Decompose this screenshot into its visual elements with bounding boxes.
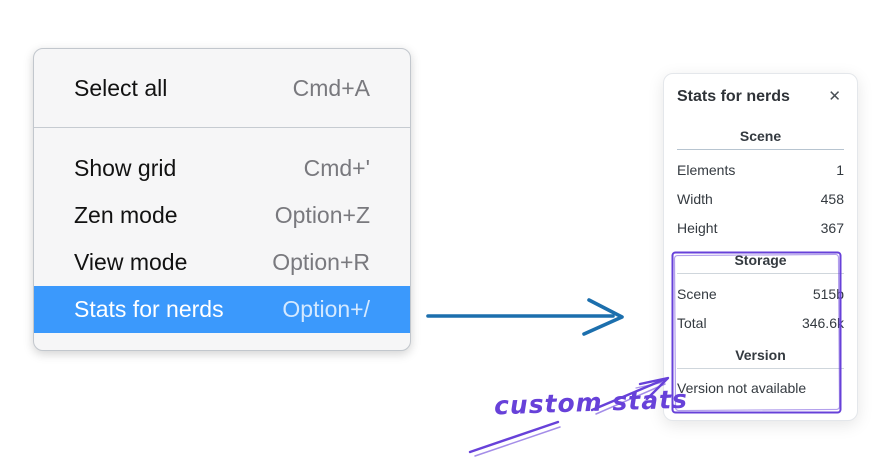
- version-note: Version not available: [677, 380, 807, 396]
- section-heading-scene: Scene: [739, 128, 782, 144]
- menu-item-stats-for-nerds[interactable]: Stats for nerds Option+/: [34, 286, 410, 333]
- menu-item-label: Select all: [74, 74, 168, 101]
- menu-item-select-all[interactable]: Select all Cmd+A: [34, 49, 410, 127]
- stat-value: 346.6k: [801, 315, 844, 331]
- stats-panel-header: Stats for nerds ✕: [677, 87, 844, 106]
- menu-item-show-grid[interactable]: Show grid Cmd+': [34, 145, 410, 192]
- stat-value: 367: [820, 220, 844, 236]
- stat-value: 458: [820, 191, 844, 207]
- stats-panel: Stats for nerds ✕ Scene Elements 1 Width…: [663, 73, 858, 421]
- stat-row-scene-storage: Scene 515b: [677, 280, 844, 309]
- menu-item-shortcut: Option+R: [272, 249, 370, 275]
- menu-item-shortcut: Cmd+': [303, 155, 370, 181]
- section-divider: [677, 368, 844, 369]
- menu-divider: [34, 127, 410, 128]
- close-icon[interactable]: ✕: [825, 87, 844, 106]
- stat-label: Height: [677, 220, 718, 236]
- section-heading-version: Version: [735, 347, 786, 363]
- stat-label: Total: [677, 315, 707, 331]
- menu-group: Show grid Cmd+' Zen mode Option+Z View m…: [34, 128, 410, 350]
- menu-item-shortcut: Cmd+A: [292, 74, 370, 101]
- menu-item-shortcut: Option+Z: [274, 202, 370, 228]
- menu-item-label: Stats for nerds: [74, 296, 224, 322]
- menu-item-label: Zen mode: [74, 202, 178, 228]
- menu-item-view-mode[interactable]: View mode Option+R: [34, 239, 410, 286]
- stat-label: Width: [677, 191, 713, 207]
- section-heading-storage: Storage: [734, 252, 787, 268]
- stat-label: Scene: [677, 286, 717, 302]
- custom-stats-annotation-label: custom stats: [493, 384, 689, 421]
- menu-item-zen-mode[interactable]: Zen mode Option+Z: [34, 192, 410, 239]
- menu-item-shortcut: Option+/: [282, 296, 370, 322]
- blue-arrow-annotation: [426, 298, 624, 336]
- stat-row-elements: Elements 1: [677, 156, 844, 185]
- section-divider: [677, 273, 844, 274]
- stat-value: 515b: [812, 286, 844, 302]
- stat-row-width: Width 458: [677, 185, 844, 214]
- menu-item-label: View mode: [74, 249, 188, 275]
- stat-value: 1: [836, 162, 844, 178]
- stat-row-total-storage: Total 346.6k: [677, 309, 844, 338]
- stat-label: Elements: [677, 162, 736, 178]
- section-divider: [677, 149, 844, 150]
- stat-row-height: Height 367: [677, 214, 844, 243]
- stats-panel-title: Stats for nerds: [677, 87, 790, 105]
- context-menu: Select all Cmd+A Show grid Cmd+' Zen mod…: [33, 48, 411, 351]
- menu-item-label: Show grid: [74, 155, 177, 181]
